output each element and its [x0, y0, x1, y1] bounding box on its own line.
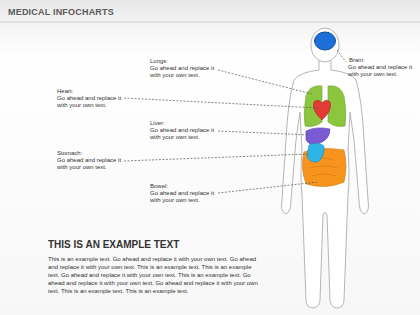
callout-text: Go ahead and replace it with your own te…: [150, 65, 220, 79]
brain-leader: [337, 50, 346, 62]
brain-organ: [315, 32, 336, 50]
bowel-leader: [218, 182, 318, 193]
head-outline: [311, 28, 339, 62]
callout-heading: Stomach:: [57, 150, 82, 157]
callout-text: Go ahead and replace it with your own te…: [348, 64, 416, 78]
callout-text: Go ahead and replace it with your own te…: [57, 95, 127, 109]
title-rule: [0, 22, 420, 23]
callout-heading: Bowel:: [150, 183, 168, 190]
body-paragraph: This is an example text. Go ahead and re…: [48, 255, 260, 295]
callout-heading: Liver:: [150, 120, 165, 127]
callout-heading: Brain:: [349, 57, 365, 64]
stomach-organ: [307, 143, 324, 162]
stomach-leader: [124, 154, 309, 161]
heart-organ: [313, 100, 330, 120]
callout-heading: Heart:: [57, 88, 73, 95]
callout-heading: Lungs:: [150, 58, 168, 65]
leader-lines: [124, 50, 346, 193]
section-heading: THIS IS AN EXAMPLE TEXT: [48, 239, 179, 250]
liver-organ: [306, 128, 330, 145]
callout-text: Go ahead and replace it with your own te…: [57, 157, 127, 171]
body-outline: [282, 60, 369, 308]
heart-leader: [124, 98, 318, 108]
chart-title: MEDICAL INFOCHARTS: [8, 7, 114, 17]
callout-text: Go ahead and replace it with your own te…: [150, 127, 220, 141]
liver-leader: [218, 131, 310, 135]
callout-text: Go ahead and replace it with your own te…: [150, 190, 220, 204]
lungs-leader: [218, 70, 312, 94]
